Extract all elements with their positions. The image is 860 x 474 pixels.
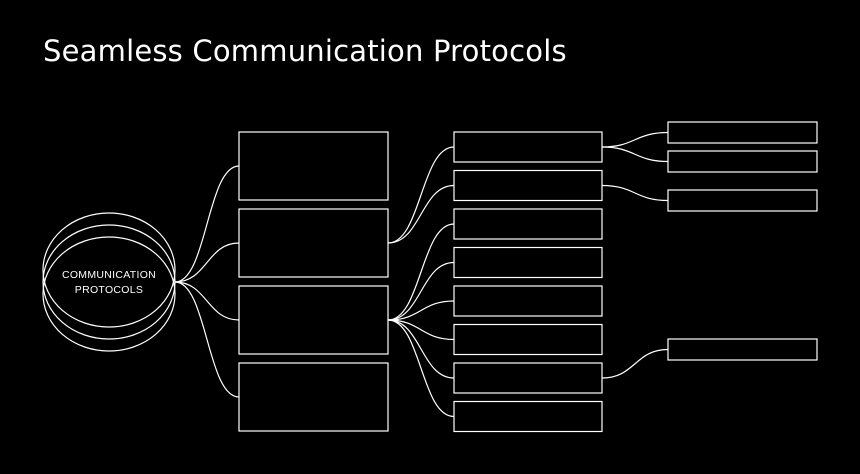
connector-l1-3-to-l2-5 xyxy=(387,300,455,321)
hub-label-line-2: PROTOCOLS xyxy=(75,284,143,296)
connector-hub-to-l1-3 xyxy=(174,281,240,321)
connector-l2-2-to-l3-3 xyxy=(601,184,669,202)
hub-ring-3 xyxy=(42,236,176,352)
connector-hub-to-l1-2 xyxy=(174,242,240,283)
hub-ring-1 xyxy=(42,212,176,328)
level1-box xyxy=(238,131,389,201)
connector-l2-7-to-l3-4 xyxy=(601,348,669,379)
level1-box xyxy=(238,362,389,432)
level3-box xyxy=(667,150,818,173)
hub-label-line-1: COMMUNICATION xyxy=(62,269,156,281)
level2-box xyxy=(453,285,603,317)
level1-box xyxy=(238,285,389,355)
connector-l2-1-to-l3-1 xyxy=(601,131,669,148)
connector-lines xyxy=(174,131,669,418)
connector-hub-to-l1-4 xyxy=(174,281,240,398)
level3-box xyxy=(667,121,818,144)
tree-nodes xyxy=(238,121,818,433)
connector-l1-3-to-l2-8 xyxy=(387,319,455,418)
level1-box xyxy=(238,208,389,278)
connector-l2-1-to-l3-2 xyxy=(601,146,669,163)
level3-box xyxy=(667,189,818,212)
connector-l1-2-to-l2-2 xyxy=(387,184,455,244)
connector-l1-3-to-l2-6 xyxy=(387,319,455,341)
level2-box xyxy=(453,246,603,279)
connector-hub-to-l1-1 xyxy=(174,165,240,283)
hub-ring-2 xyxy=(42,224,176,340)
slide-title: Seamless Communication Protocols xyxy=(43,34,567,68)
connector-l1-3-to-l2-7 xyxy=(387,319,455,379)
hub-node: COMMUNICATION PROTOCOLS xyxy=(42,212,176,352)
connector-l1-2-to-l2-1 xyxy=(387,146,455,244)
level3-box xyxy=(667,338,818,361)
level2-box xyxy=(453,400,603,433)
level2-box xyxy=(453,131,603,163)
connector-l1-3-to-l2-4 xyxy=(387,261,455,321)
level2-box xyxy=(453,323,603,356)
level2-box xyxy=(453,362,603,394)
level2-box xyxy=(453,169,603,202)
connector-l1-3-to-l2-3 xyxy=(387,223,455,321)
level2-box xyxy=(453,208,603,240)
